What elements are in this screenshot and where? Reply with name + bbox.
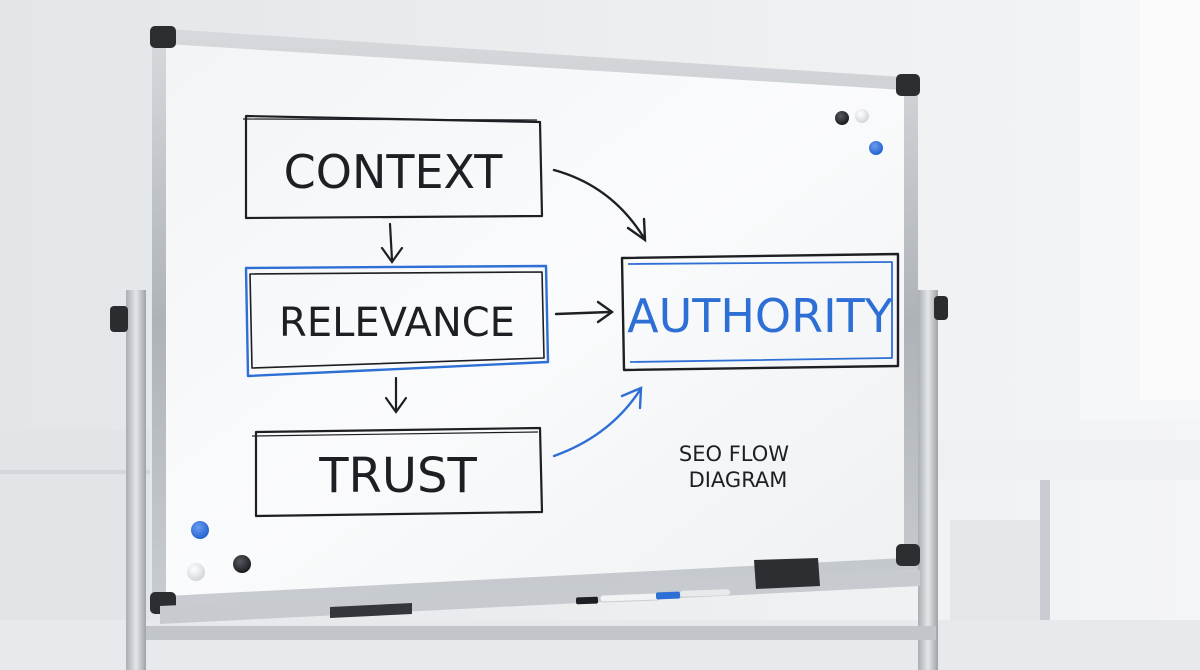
magnet-black bbox=[835, 111, 849, 125]
magnet-black bbox=[233, 555, 251, 573]
context-box: CONTEXT bbox=[242, 114, 544, 220]
desk-top bbox=[930, 440, 1200, 480]
note-line-2: DIAGRAM bbox=[689, 468, 788, 492]
trust-box: TRUST bbox=[251, 426, 544, 518]
stand-crossbar bbox=[146, 626, 936, 640]
tray-clip bbox=[330, 603, 412, 618]
stand-knob-right bbox=[934, 296, 948, 320]
blue-marker bbox=[599, 592, 661, 603]
arrow-relevance-to-trust bbox=[384, 376, 408, 414]
context-label: CONTEXT bbox=[284, 145, 504, 199]
authority-label: AUTHORITY bbox=[627, 289, 894, 343]
board-surface bbox=[166, 44, 904, 596]
magnet-white bbox=[187, 563, 205, 581]
note-line-1: SEO FLOW bbox=[679, 442, 789, 466]
corner-cap bbox=[896, 544, 920, 566]
relevance-label: RELEVANCE bbox=[279, 300, 515, 346]
corner-cap bbox=[896, 74, 920, 96]
eraser bbox=[754, 558, 820, 589]
magnet-blue bbox=[191, 521, 209, 539]
window-pane bbox=[1140, 0, 1200, 400]
stand-pole-left bbox=[126, 290, 146, 670]
relevance-box: RELEVANCE bbox=[244, 264, 550, 378]
white-marker bbox=[680, 589, 730, 597]
corner-cap bbox=[150, 26, 176, 48]
arrow-relevance-to-authority bbox=[554, 300, 615, 324]
stand-knob-left bbox=[110, 306, 128, 332]
magnet-white bbox=[855, 109, 869, 123]
arrow-context-to-authority bbox=[552, 168, 647, 243]
magnet-blue bbox=[869, 141, 883, 155]
arrow-trust-to-authority bbox=[552, 386, 643, 458]
authority-box: AUTHORITY bbox=[620, 252, 900, 372]
stand-pole-right bbox=[918, 290, 938, 670]
arrow-context-to-relevance bbox=[380, 222, 404, 264]
desk-leg bbox=[1040, 480, 1050, 670]
blue-marker-cap bbox=[655, 591, 681, 600]
black-marker bbox=[575, 596, 599, 605]
seo-flow-note: SEO FLOW DIAGRAM bbox=[679, 442, 789, 492]
trust-label: TRUST bbox=[318, 448, 477, 504]
